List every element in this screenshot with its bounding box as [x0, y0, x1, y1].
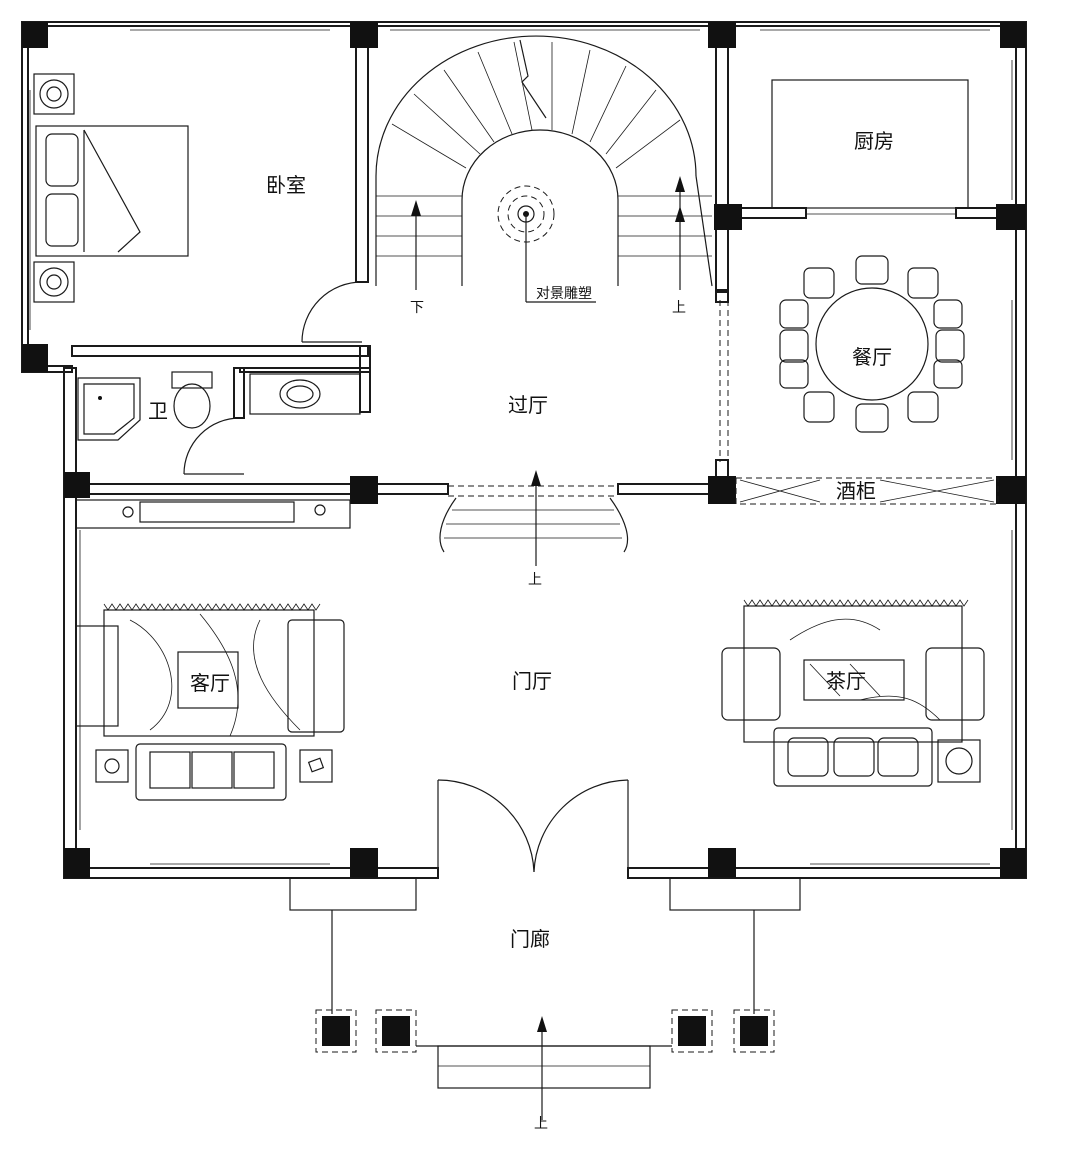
- tea-room-label: 茶厅: [826, 669, 866, 693]
- living-room-sofa-set: [75, 603, 345, 801]
- tea-room-furniture: [721, 599, 985, 787]
- porch: [289, 877, 801, 1120]
- curved-staircase: [375, 35, 713, 290]
- sculpture-symbol: [497, 185, 596, 303]
- interior-walls: [71, 21, 1027, 497]
- wine-cabinet-label: 酒柜: [836, 479, 876, 503]
- living-label: 客厅: [190, 671, 230, 695]
- kitchen-counter: [771, 79, 969, 209]
- kitchen-label: 厨房: [854, 129, 894, 153]
- bedroom-label: 卧室: [266, 173, 306, 197]
- bedroom-door: [301, 281, 363, 343]
- dining-chairs: [779, 255, 965, 433]
- dining-label: 餐厅: [852, 345, 892, 369]
- tv-cabinet: [75, 499, 351, 529]
- structural-columns: [22, 22, 1026, 878]
- porch-label: 门廊: [510, 927, 550, 951]
- hall-label: 过厅: [508, 393, 548, 417]
- stair-up-label-porch: 上: [534, 1116, 548, 1132]
- dining-table: [779, 255, 965, 433]
- sculpture-label: 对景雕塑: [536, 286, 592, 302]
- foyer-label: 门厅: [512, 669, 552, 693]
- bedroom-furniture: [33, 73, 189, 303]
- bathroom-fixtures: [77, 371, 361, 475]
- stair-down-label: 下: [410, 300, 424, 316]
- wine-cabinet: [735, 477, 999, 505]
- stair-up-label-hall: 上: [528, 572, 542, 588]
- stair-up-label-upper: 上: [672, 300, 686, 316]
- inner-entry-steps: [439, 470, 629, 566]
- main-entrance-door: [437, 779, 629, 873]
- bath-label: 卫: [148, 399, 168, 423]
